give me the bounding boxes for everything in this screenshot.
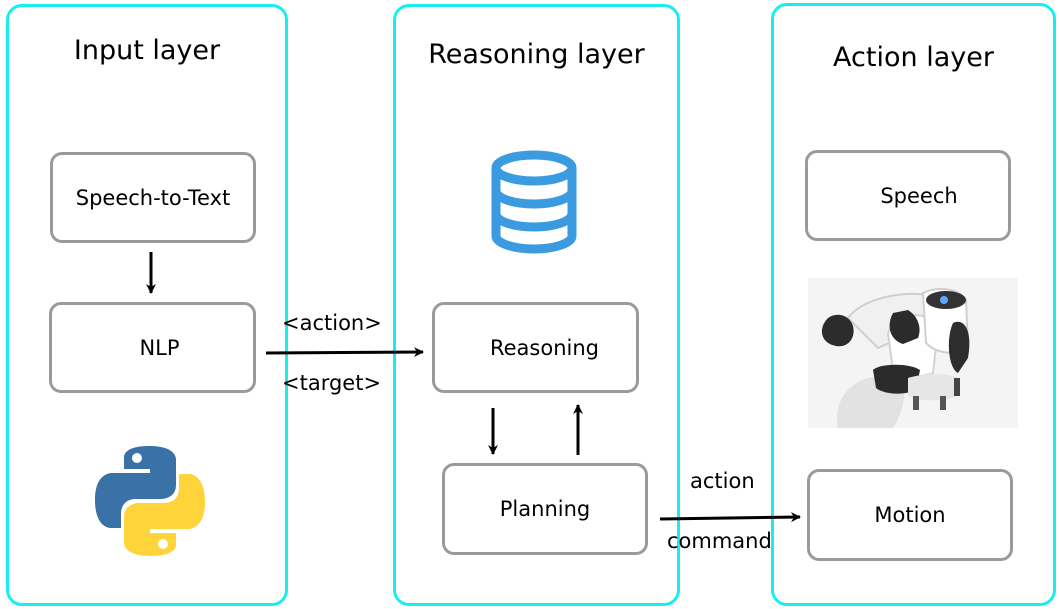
action-label: action [690,469,755,493]
arrow-nlp-to-reasoning [265,347,424,358]
planning-box: Planning [442,463,648,555]
reasoning-layer-title: Reasoning layer [428,39,645,70]
arrow-planning-to-motion [659,512,801,523]
input-layer-title: Input layer [73,35,221,66]
speech-box: Speech [805,150,1011,241]
action-tag-label: <action> [282,311,382,335]
reasoning-box: Reasoning [432,302,639,393]
robot-arm-image [808,278,1018,428]
action-layer-title: Action layer [833,42,994,73]
python-logo-icon [95,446,205,556]
nlp-box: NLP [49,302,256,393]
database-icon [491,150,577,254]
motion-box: Motion [807,469,1013,561]
speech-to-text-box: Speech-to-Text [50,152,256,243]
command-label: command [667,529,772,553]
target-tag-label: <target> [282,371,382,395]
